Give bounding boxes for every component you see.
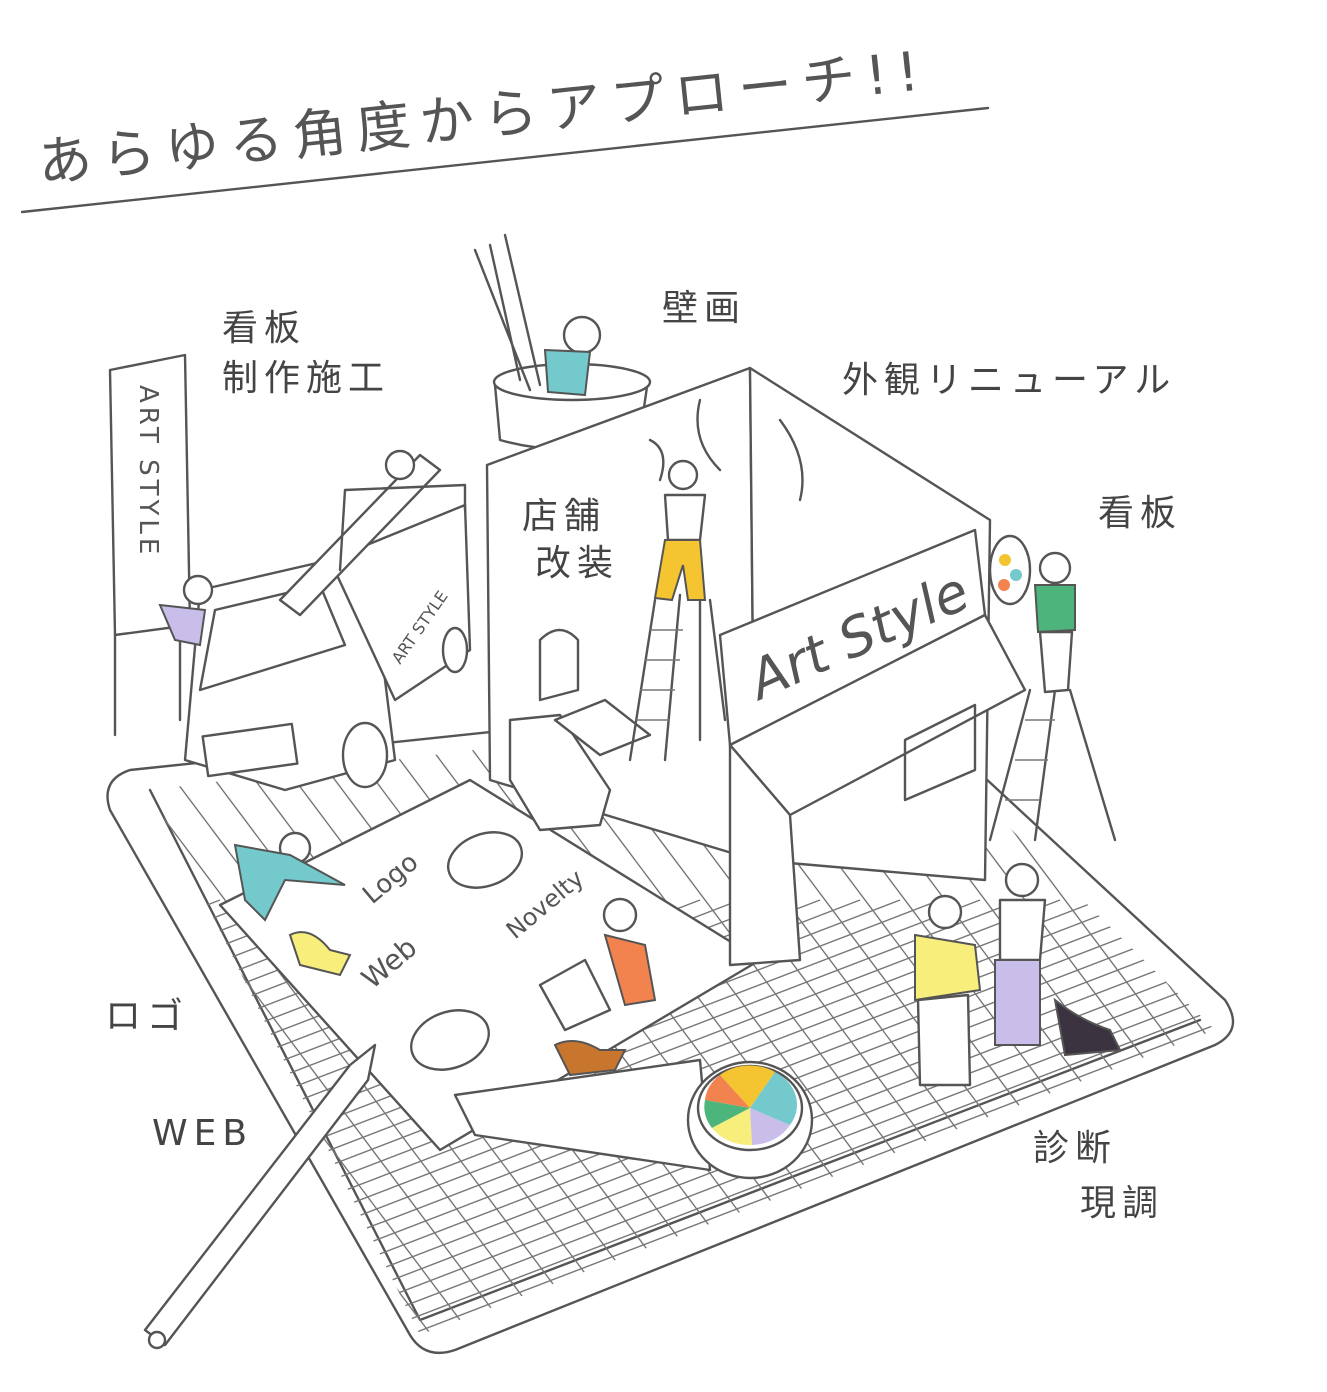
- grid-line: [0, 900, 100, 1392]
- worker-mural-painter: [653, 459, 707, 602]
- grid-line: [150, 899, 1101, 1335]
- people-and-dogs: [233, 831, 1122, 1087]
- store-building: Art Style: [485, 366, 1027, 967]
- title-group: あらゆる角度からアプローチ!!: [20, 39, 990, 214]
- labels: 看板 制作施工 壁画 外観リニューアル 店舗 改装 看板 ロゴ WEB 診断 現…: [105, 288, 1182, 1224]
- grid-line: [150, 899, 981, 1335]
- grid-line: [150, 700, 601, 1335]
- label-store-renovation-2: 改装: [535, 543, 619, 584]
- grid-line: [199, 899, 1215, 1335]
- grid-line: [1280, 600, 1327, 1392]
- grid-line: [0, 600, 40, 1392]
- label-signage-production-1: 看板: [222, 308, 306, 349]
- pole-sign: ART STYLE: [108, 353, 192, 737]
- title-underline: [20, 106, 990, 214]
- label-logo: ロゴ: [105, 996, 189, 1037]
- grid-line: [1240, 900, 1327, 1392]
- label-store-renovation-1: 店舗: [522, 496, 606, 537]
- label-signage-production-2: 制作施工: [222, 358, 390, 399]
- grid-line: [1240, 600, 1327, 1392]
- label-signboard: 看板: [1098, 493, 1182, 534]
- grid-line: [0, 900, 140, 1392]
- pencil: [143, 1043, 377, 1350]
- truck: ART STYLE: [183, 449, 472, 792]
- grid-line: [0, 900, 20, 1392]
- grid-line: [150, 899, 501, 1335]
- pole-sign-text: ART STYLE: [133, 385, 163, 558]
- label-exterior-renewal: 外観リニューアル: [842, 360, 1176, 401]
- page-title: あらゆる角度からアプローチ!!: [35, 39, 932, 195]
- grid-line: [239, 899, 1215, 1335]
- grid-line: [0, 600, 120, 1392]
- worker-signboard: [988, 534, 1076, 694]
- ladders: [628, 593, 1117, 842]
- label-web: WEB: [152, 1113, 253, 1154]
- grid-line: [150, 899, 1021, 1335]
- grid-line: [0, 600, 80, 1392]
- grid-line: [1320, 900, 1327, 1392]
- tape-measure: [453, 1058, 814, 1180]
- label-survey-2: 現調: [1080, 1183, 1164, 1224]
- label-survey-1: 診断: [1033, 1128, 1117, 1169]
- grid-line: [150, 700, 561, 1335]
- grid-line: [1199, 899, 1215, 1335]
- label-mural: 壁画: [662, 288, 746, 329]
- grid-line: [1320, 600, 1327, 1392]
- grid-line: [1280, 900, 1327, 1392]
- grid-line: [0, 900, 60, 1392]
- grid-line: [150, 899, 1061, 1335]
- worker-pole-sign: [158, 574, 214, 647]
